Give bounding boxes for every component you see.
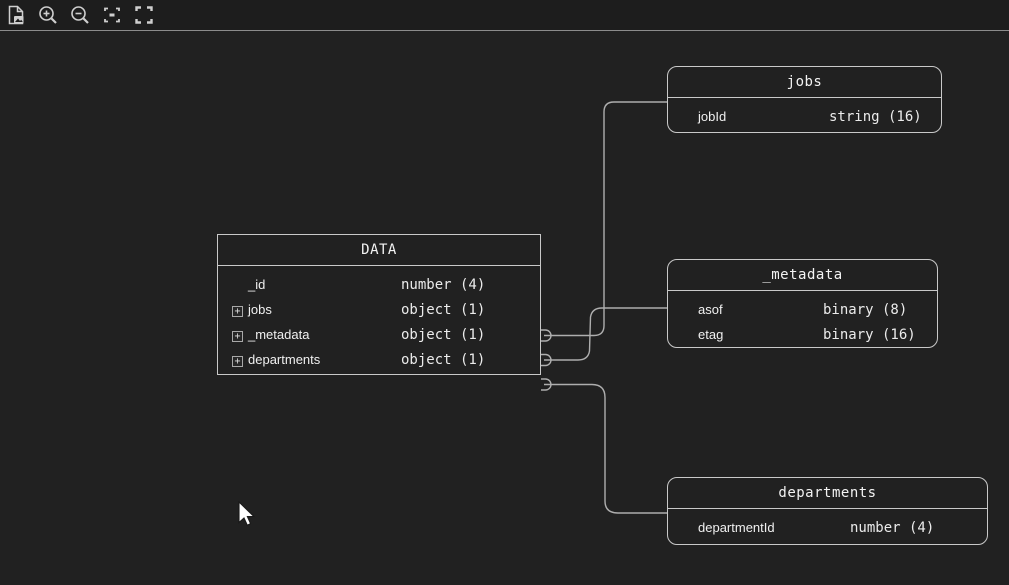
field-list: _id number (4) + jobs object (1) + _meta…: [218, 266, 540, 372]
zoom-in-button[interactable]: [35, 2, 61, 28]
entity-title[interactable]: departments: [668, 478, 987, 509]
field-row[interactable]: departmentId number (4): [668, 515, 987, 540]
field-type: binary (16): [823, 326, 916, 343]
field-type: number (4): [401, 276, 486, 293]
connector-departments: [541, 378, 668, 514]
entity-title[interactable]: jobs: [668, 67, 941, 98]
zoom-to-fit-button[interactable]: [99, 2, 125, 28]
expand-icon[interactable]: +: [232, 356, 243, 368]
connector-jobs: [541, 101, 668, 342]
field-name: jobId: [698, 109, 727, 124]
field-type: number (4): [850, 519, 935, 536]
entity-title[interactable]: _metadata: [668, 260, 937, 291]
field-list: departmentId number (4): [668, 509, 987, 540]
field-row[interactable]: + departments object (1): [218, 347, 540, 372]
field-name: jobs: [248, 302, 272, 317]
connector-metadata: [541, 307, 668, 367]
entity-title[interactable]: DATA: [218, 235, 540, 266]
entity-data[interactable]: DATA _id number (4) + jobs object (1) + …: [217, 234, 541, 375]
field-row[interactable]: + _metadata object (1): [218, 322, 540, 347]
expand-icon[interactable]: +: [232, 306, 243, 318]
field-name: departmentId: [698, 520, 775, 535]
field-type: binary (8): [823, 301, 908, 318]
field-type: object (1): [401, 351, 486, 368]
zoom-out-button[interactable]: [67, 2, 93, 28]
export-image-button[interactable]: [3, 2, 29, 28]
field-row[interactable]: etag binary (16): [668, 322, 937, 347]
toolbar: [0, 0, 1009, 31]
field-list: jobId string (16): [668, 98, 941, 129]
field-row[interactable]: + jobs object (1): [218, 297, 540, 322]
entity-metadata[interactable]: _metadata asof binary (8) etag binary (1…: [667, 259, 938, 348]
field-name: _id: [248, 277, 266, 292]
field-name: _metadata: [248, 327, 310, 342]
field-row[interactable]: _id number (4): [218, 272, 540, 297]
field-name: etag: [698, 327, 724, 342]
field-list: asof binary (8) etag binary (16): [668, 291, 937, 347]
field-name: asof: [698, 302, 723, 317]
zoom-out-icon: [69, 4, 91, 26]
entity-departments[interactable]: departments departmentId number (4): [667, 477, 988, 545]
actual-size-button[interactable]: [131, 2, 157, 28]
expand-icon[interactable]: +: [232, 331, 243, 343]
zoom-to-fit-icon: [101, 4, 123, 26]
field-type: object (1): [401, 326, 486, 343]
field-row[interactable]: jobId string (16): [668, 104, 941, 129]
entity-jobs[interactable]: jobs jobId string (16): [667, 66, 942, 133]
field-type: object (1): [401, 301, 486, 318]
relationship-connectors: [541, 101, 668, 514]
export-image-icon: [5, 4, 27, 26]
field-type: string (16): [829, 108, 922, 125]
zoom-in-icon: [37, 4, 59, 26]
field-row[interactable]: asof binary (8): [668, 297, 937, 322]
diagram-canvas[interactable]: DATA _id number (4) + jobs object (1) + …: [0, 32, 1009, 585]
field-name: departments: [248, 352, 321, 367]
actual-size-icon: [133, 4, 155, 26]
